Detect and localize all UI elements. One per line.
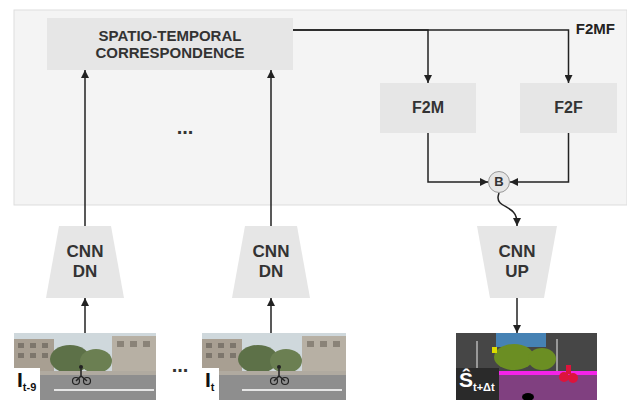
window — [230, 343, 236, 348]
cyclist — [274, 369, 285, 381]
input-frame: It-9 — [14, 333, 156, 400]
flow-arrow — [84, 298, 86, 333]
encoder-trapezoid: CNN DN — [46, 226, 124, 298]
node-text-group: SPATIO-TEMPORAL CORRESPONDENCE — [55, 27, 285, 62]
frame-label-patch: It — [202, 368, 219, 400]
frame-label-patch: Ŝt+Δt — [456, 368, 499, 400]
window — [30, 353, 36, 358]
frame-symbol: I — [205, 368, 211, 391]
sky — [202, 333, 346, 400]
window — [333, 341, 340, 347]
window — [206, 353, 212, 358]
window — [230, 353, 236, 358]
window — [117, 341, 124, 347]
node-label: CNN UP — [499, 242, 536, 281]
tree — [270, 349, 302, 373]
tree — [80, 349, 112, 373]
window — [30, 343, 36, 348]
node-label: CNN DN — [253, 242, 290, 281]
pole-class — [556, 339, 558, 373]
segmentation-map — [456, 333, 597, 401]
cyclist-head — [79, 365, 83, 369]
frame-symbol: I — [17, 368, 23, 391]
node-label: SPATIO-TEMPORAL CORRESPONDENCE — [55, 27, 285, 62]
window — [320, 341, 327, 347]
building — [302, 336, 346, 375]
window — [18, 343, 24, 348]
ellipsis: ... — [160, 116, 210, 139]
flow-arrow — [293, 30, 569, 83]
building-class — [456, 333, 597, 400]
person-class — [566, 365, 571, 374]
node-label: CNN DN — [67, 242, 104, 281]
node-label: F2M — [412, 99, 444, 117]
ellipsis: ... — [155, 354, 205, 377]
circle-shape — [489, 172, 510, 193]
window — [307, 341, 314, 347]
node-text-group: CNN DN — [253, 242, 290, 281]
model-band: F2MF SPATIO-TEMPORAL CORRESPONDENCE F2M F2F… — [14, 10, 627, 205]
window — [130, 341, 137, 347]
process-box: F2F — [520, 83, 617, 133]
process-box: F2M — [380, 83, 476, 133]
person-class — [568, 373, 578, 383]
flow-arrow — [293, 30, 428, 83]
ego-vehicle — [522, 393, 534, 401]
flow-arrow — [428, 133, 488, 182]
camera-frame — [202, 333, 346, 400]
output-frame: Ŝt+Δt — [456, 333, 597, 400]
blend-circle: B — [488, 171, 510, 193]
frame-subscript: t+Δt — [473, 381, 495, 393]
flow-arrow — [498, 193, 517, 226]
cyclist — [76, 369, 87, 381]
input-frame: It — [202, 333, 346, 400]
window — [42, 353, 48, 358]
vegetation-class — [494, 344, 534, 370]
f2mf-band-ground — [14, 10, 627, 205]
window — [218, 353, 224, 358]
node-text-group: CNN DN — [67, 242, 104, 281]
window — [218, 343, 224, 348]
camera-frame — [14, 333, 156, 400]
lane-mark — [54, 389, 154, 391]
sign-class — [492, 347, 497, 353]
cyclist-head — [277, 365, 281, 369]
encoder-trapezoid: CNN DN — [232, 226, 310, 298]
window — [143, 341, 150, 347]
vegetation-class — [528, 348, 556, 370]
trapezoid-shape — [46, 226, 124, 298]
band-title: F2MF — [576, 20, 615, 37]
flow-arrow — [510, 133, 569, 182]
node-text-group: F2F — [554, 99, 582, 117]
frame-label-patch: It-9 — [14, 368, 40, 400]
trapezoid-shape — [232, 226, 310, 298]
node-text-group: F2M — [412, 99, 444, 117]
trapezoid-shape — [477, 226, 557, 298]
decoder-trapezoid: CNN UP — [477, 226, 557, 298]
node-text-group: B — [494, 175, 503, 190]
sidewalk — [202, 371, 346, 375]
frame-subscript: t — [211, 381, 215, 393]
lane-mark — [242, 389, 342, 391]
frame-symbol: Ŝ — [459, 368, 473, 391]
window — [42, 343, 48, 348]
window — [206, 343, 212, 348]
flow-arrow — [84, 70, 86, 226]
process-box: SPATIO-TEMPORAL CORRESPONDENCE — [47, 18, 293, 70]
node-label: B — [494, 175, 503, 190]
sky — [14, 333, 156, 400]
flow-arrow — [270, 298, 272, 333]
window — [18, 353, 24, 358]
building — [112, 336, 156, 375]
frame-subscript: t-9 — [23, 381, 36, 393]
node-text-group: CNN UP — [499, 242, 536, 281]
node-label: F2F — [554, 99, 582, 117]
flow-arrow — [516, 298, 518, 333]
flow-arrow — [270, 70, 272, 226]
road — [202, 375, 346, 400]
